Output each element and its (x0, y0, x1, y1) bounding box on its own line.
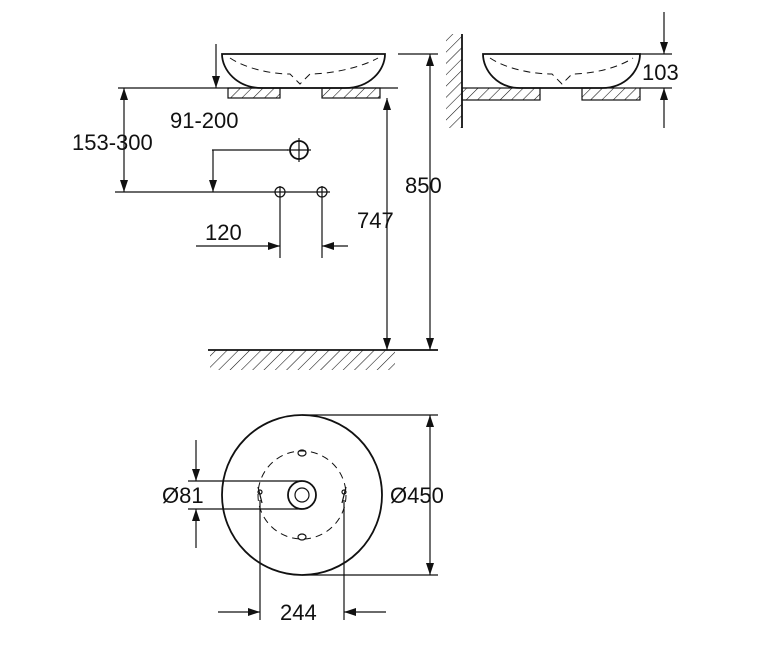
wall-bracket-right (581, 87, 641, 101)
wall-basin-profile (482, 53, 641, 89)
dim-drain-diameter: Ø81 (162, 483, 204, 508)
drain-top-inner (294, 487, 310, 503)
dim-outlet-range: 153-300 (72, 130, 153, 155)
dim-mount-height: 850 (405, 173, 442, 198)
basin-inner-dashed (229, 57, 379, 85)
wall-mount-view: 103 (446, 12, 679, 128)
dim-tap-spacing: 244 (280, 600, 317, 625)
dim-basin-diameter: Ø450 (390, 483, 444, 508)
overflow-bottom (297, 533, 307, 541)
dim-mount-to-outlet: 747 (357, 208, 394, 233)
dim-offset-range: 91-200 (170, 108, 239, 133)
countertop-left (227, 87, 281, 99)
side-view: 153-300 91-200 120 747 850 (72, 44, 442, 370)
drain-top-outer (287, 480, 317, 510)
top-view: Ø450 Ø81 244 (162, 414, 444, 625)
floor-hatch (210, 350, 395, 370)
basin-top-outline (221, 414, 383, 576)
wall-hatch (446, 34, 462, 128)
overflow-top (297, 449, 307, 457)
dim-outlet-spacing: 120 (205, 220, 242, 245)
dim-basin-height: 103 (642, 60, 679, 85)
basin-side-profile (221, 53, 386, 89)
wall-basin-inner-dashed (489, 57, 634, 85)
wall-bracket-left (461, 87, 541, 101)
countertop-right (321, 87, 381, 99)
basin-top-inner-dashed (257, 450, 347, 540)
